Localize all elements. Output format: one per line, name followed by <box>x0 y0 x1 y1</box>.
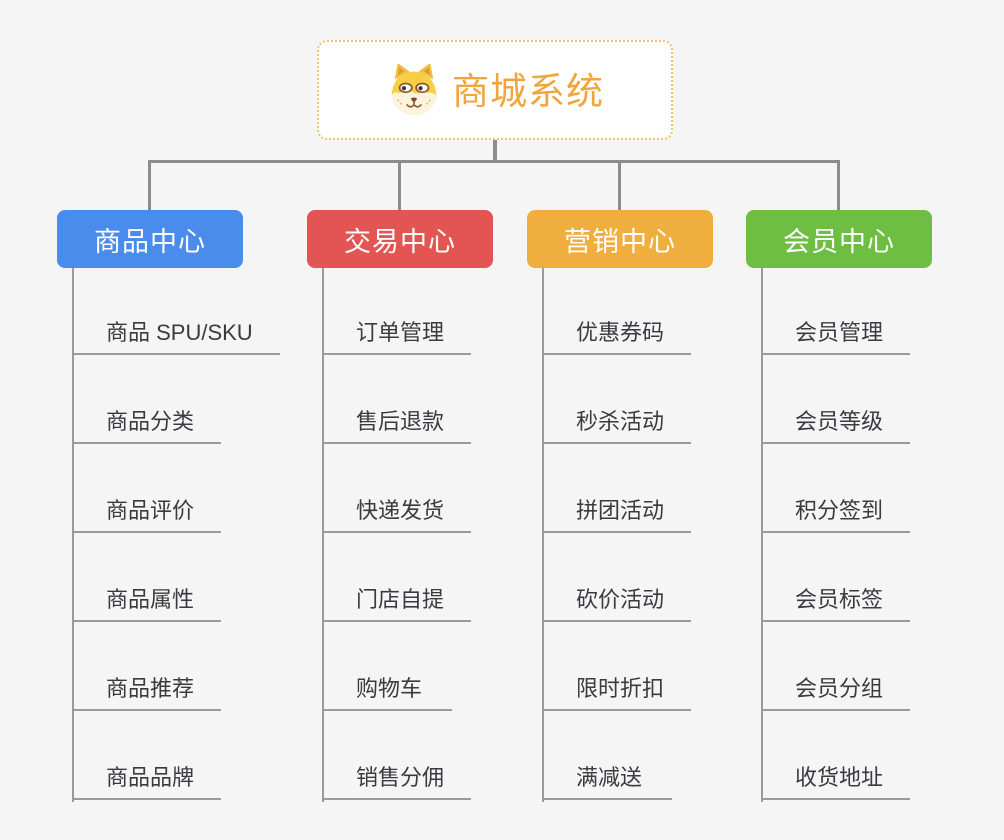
branch-header-trade-center[interactable]: 交易中心 <box>307 210 493 268</box>
child-item[interactable]: 购物车 <box>322 622 452 711</box>
dog-face-icon <box>391 63 437 116</box>
branch-product-center: 商品中心 商品 SPU/SKU 商品分类 商品评价 商品属性 商品推荐 商品品牌 <box>57 210 280 802</box>
child-item[interactable]: 收货地址 <box>761 711 911 800</box>
connector-drop <box>398 161 401 211</box>
child-item[interactable]: 快递发货 <box>322 444 472 533</box>
branch-header-marketing-center[interactable]: 营销中心 <box>527 210 713 268</box>
branch-header-product-center[interactable]: 商品中心 <box>57 210 243 268</box>
child-item[interactable]: 订单管理 <box>322 266 472 355</box>
child-item[interactable]: 积分签到 <box>761 444 911 533</box>
connector-trunk <box>322 268 324 802</box>
child-item[interactable]: 砍价活动 <box>542 533 692 622</box>
branch-marketing-center: 营销中心 优惠券码 秒杀活动 拼团活动 砍价活动 限时折扣 满减送 <box>527 210 713 802</box>
child-item[interactable]: 满减送 <box>542 711 672 800</box>
connector-trunk <box>72 268 74 802</box>
branch-items: 商品 SPU/SKU 商品分类 商品评价 商品属性 商品推荐 商品品牌 <box>72 266 280 800</box>
connector-drop <box>618 161 621 211</box>
child-item[interactable]: 优惠券码 <box>542 266 692 355</box>
connector-drop <box>148 161 151 211</box>
branch-member-center: 会员中心 会员管理 会员等级 积分签到 会员标签 会员分组 收货地址 <box>746 210 932 802</box>
child-item[interactable]: 秒杀活动 <box>542 355 692 444</box>
child-item[interactable]: 会员管理 <box>761 266 911 355</box>
child-item[interactable]: 商品品牌 <box>72 711 222 800</box>
child-item[interactable]: 商品评价 <box>72 444 222 533</box>
child-item[interactable]: 商品属性 <box>72 533 222 622</box>
branch-items: 优惠券码 秒杀活动 拼团活动 砍价活动 限时折扣 满减送 <box>542 266 692 800</box>
child-item[interactable]: 商品分类 <box>72 355 222 444</box>
connector-bus <box>148 160 840 163</box>
connector-trunk <box>761 268 763 802</box>
child-item[interactable]: 限时折扣 <box>542 622 692 711</box>
branch-header-member-center[interactable]: 会员中心 <box>746 210 932 268</box>
connector-drop <box>837 161 840 211</box>
child-item[interactable]: 会员等级 <box>761 355 911 444</box>
child-item[interactable]: 售后退款 <box>322 355 472 444</box>
connector-trunk <box>542 268 544 802</box>
child-item[interactable]: 门店自提 <box>322 533 472 622</box>
branch-trade-center: 交易中心 订单管理 售后退款 快递发货 门店自提 购物车 销售分佣 <box>307 210 493 802</box>
child-item[interactable]: 会员标签 <box>761 533 911 622</box>
branch-items: 会员管理 会员等级 积分签到 会员标签 会员分组 收货地址 <box>761 266 911 800</box>
child-item[interactable]: 销售分佣 <box>322 711 472 800</box>
child-item[interactable]: 商品 SPU/SKU <box>72 266 280 355</box>
root-node[interactable]: 商城系统 <box>317 40 673 140</box>
connector-root-stub <box>493 139 497 161</box>
child-item[interactable]: 会员分组 <box>761 622 911 711</box>
child-item[interactable]: 拼团活动 <box>542 444 692 533</box>
child-item[interactable]: 商品推荐 <box>72 622 222 711</box>
branch-items: 订单管理 售后退款 快递发货 门店自提 购物车 销售分佣 <box>322 266 472 800</box>
root-title: 商城系统 <box>452 70 604 112</box>
